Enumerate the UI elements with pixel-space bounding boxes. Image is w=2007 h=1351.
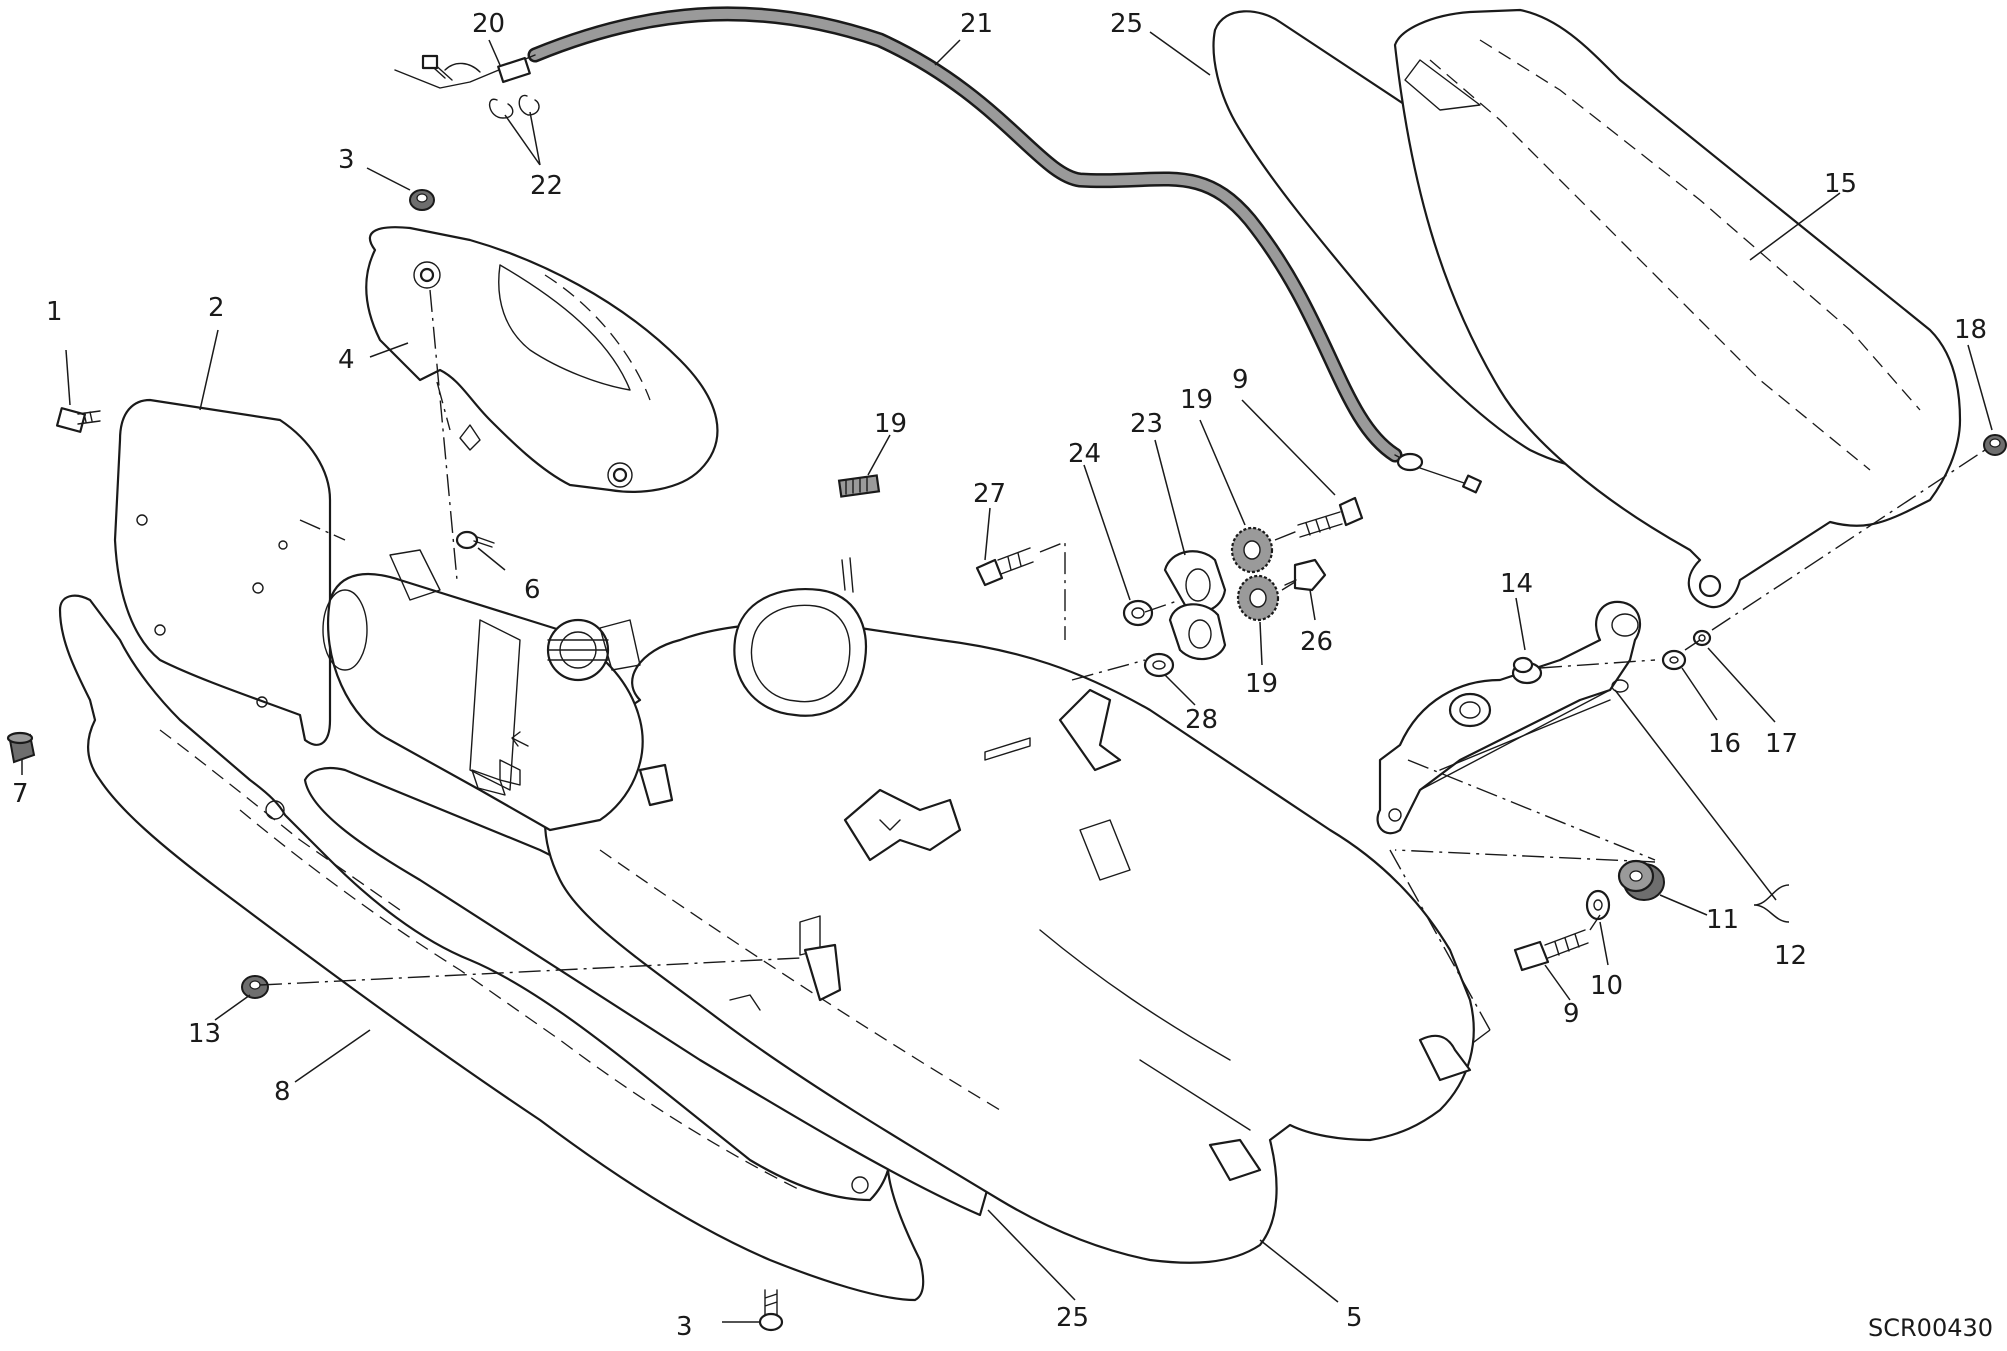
callout-9-lower: 9 xyxy=(1563,999,1580,1029)
callout-leader-lines xyxy=(21,31,1993,1323)
callout-4: 4 xyxy=(338,345,355,375)
callout-17: 17 xyxy=(1765,729,1798,759)
callout-2: 2 xyxy=(208,293,225,323)
group-brace-12 xyxy=(1753,884,1790,923)
callout-20: 20 xyxy=(472,9,505,39)
callout-3-bottom: 3 xyxy=(676,1312,693,1342)
part-15-side-cover xyxy=(1393,8,1962,608)
callout-19-small: 19 xyxy=(874,409,907,439)
callout-9-upper: 9 xyxy=(1232,365,1249,395)
part-21-cable xyxy=(394,6,1482,494)
part-18-nut xyxy=(1983,434,2007,456)
callout-7: 7 xyxy=(12,779,29,809)
callout-22: 22 xyxy=(530,171,563,201)
callout-14: 14 xyxy=(1500,569,1533,599)
part-22-clips xyxy=(488,94,540,119)
exhaust-pipe-section xyxy=(322,549,674,832)
part-5-silencer xyxy=(544,557,1475,1264)
callout-27: 27 xyxy=(973,479,1006,509)
part-3-nut-top xyxy=(409,189,435,211)
callout-26: 26 xyxy=(1300,627,1333,657)
part-26-plug xyxy=(1284,558,1327,592)
part-4-front-heat-shield xyxy=(365,226,719,493)
part-24-spacer xyxy=(1122,599,1154,627)
callout-25-upper: 25 xyxy=(1110,9,1143,39)
part-9-bolt-lower xyxy=(1513,929,1589,972)
callout-3-top: 3 xyxy=(338,145,355,175)
callout-1: 1 xyxy=(46,297,63,327)
part-14-spacer xyxy=(1511,656,1543,685)
part-12-mounting-bracket xyxy=(1376,600,1642,835)
part-11-rubber-damper xyxy=(1617,859,1665,901)
callout-28: 28 xyxy=(1185,705,1218,735)
callout-16: 16 xyxy=(1708,729,1741,759)
callout-6: 6 xyxy=(524,575,541,605)
part-25-lower-heat-strip xyxy=(303,766,992,1217)
part-2-heat-shield-plate xyxy=(113,398,332,746)
callout-19-lower: 19 xyxy=(1245,669,1278,699)
part-3-screw-bottom xyxy=(758,1289,784,1332)
drawing-code-label: SCR00430 xyxy=(1868,1314,1994,1342)
part-1-screw xyxy=(55,407,101,433)
part-23-clamp xyxy=(1163,550,1227,661)
part-6-screw xyxy=(455,530,495,550)
callout-18: 18 xyxy=(1954,315,1987,345)
callout-13: 13 xyxy=(188,1019,221,1049)
part-9-bolt-upper xyxy=(1297,496,1364,538)
part-7-grommet xyxy=(6,731,36,764)
part-10-washer xyxy=(1585,889,1611,921)
part-16-washer xyxy=(1661,649,1687,671)
callout-12: 12 xyxy=(1774,941,1807,971)
part-13-nut xyxy=(241,975,269,999)
callout-8: 8 xyxy=(274,1077,291,1107)
part-19-toothed-washer-lower xyxy=(1236,574,1280,622)
assembly-guide-lines xyxy=(259,289,1986,1046)
callout-19-upper: 19 xyxy=(1180,385,1213,415)
part-27-bolt xyxy=(975,547,1034,587)
callout-23: 23 xyxy=(1130,409,1163,439)
callout-11: 11 xyxy=(1706,905,1739,935)
part-19-toothed-washer-small xyxy=(837,474,881,498)
callout-10: 10 xyxy=(1590,971,1623,1001)
callout-5: 5 xyxy=(1346,1303,1363,1333)
part-8-lower-heat-shield xyxy=(58,594,925,1302)
callout-24: 24 xyxy=(1068,439,1101,469)
callout-21: 21 xyxy=(960,9,993,39)
callout-labels: 1 2 3 4 6 7 8 13 3 25 5 20 21 22 25 15 1… xyxy=(12,9,1987,1342)
part-19-toothed-washer-upper xyxy=(1230,526,1274,574)
callout-25-lower: 25 xyxy=(1056,1303,1089,1333)
callout-15: 15 xyxy=(1824,169,1857,199)
part-28-washer xyxy=(1143,652,1175,678)
